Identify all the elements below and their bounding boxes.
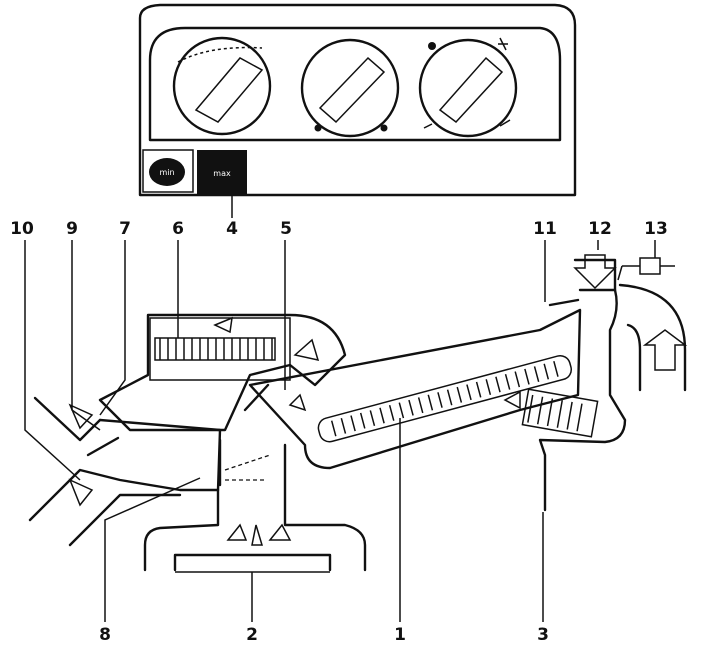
heater-flow-arrow-icon (288, 393, 307, 412)
callout-6: 6 (172, 219, 184, 239)
flaps (86, 288, 617, 487)
heater-core (317, 354, 573, 443)
knob-distribution-ring (418, 38, 518, 138)
air-distribution-knob[interactable] (418, 37, 518, 138)
leader-8 (104, 477, 201, 622)
leader-2 (175, 571, 330, 622)
coolant-valve (617, 257, 675, 281)
knob-fan-grip (318, 56, 386, 124)
leader-9 (71, 240, 101, 431)
coolant-valve-pipe (617, 265, 675, 281)
callout-8: 8 (99, 625, 111, 645)
airflow-arrows (68, 254, 688, 546)
footwell-outlet (173, 553, 332, 572)
incoming-air-arrow-icon (573, 254, 617, 290)
callout-5: 5 (280, 219, 292, 239)
knob-temperature-ring (172, 36, 272, 136)
leader-lines (24, 195, 656, 622)
distribution-housing (98, 313, 347, 432)
face-vent-icon (498, 37, 508, 51)
fan-max-dot-icon (380, 124, 388, 132)
footwell-arrow-right-icon (268, 523, 292, 541)
knob-temperature-grip (194, 57, 264, 123)
left-vent-upper-wall (33, 396, 102, 442)
main-air-duct (248, 308, 582, 470)
left-vent-lower-wall (28, 468, 220, 522)
callout-1: 1 (394, 625, 406, 645)
inlet-lip (548, 298, 580, 307)
control-panel: min max (138, 3, 577, 197)
knob-fan-ring (300, 38, 400, 138)
callout-labels: 4 10 9 7 6 5 11 12 13 8 2 1 3 (10, 219, 668, 645)
defrost-arrow-icon (293, 338, 320, 362)
max-button-label: max (213, 169, 231, 178)
side-vent-arrow-icon (68, 403, 94, 430)
fresh-air-inlet (538, 258, 627, 512)
defrost-icon (428, 42, 436, 50)
callout-12: 12 (588, 219, 612, 239)
fan-speed-knob[interactable] (300, 38, 400, 138)
min-button[interactable] (142, 149, 194, 193)
flap-swing-lines (224, 454, 271, 481)
blower-arrow-icon (503, 390, 521, 410)
footwell-duct-left (143, 488, 220, 572)
temperature-scale-icon (177, 46, 263, 63)
max-button[interactable] (197, 150, 247, 194)
flap-upper (243, 383, 270, 412)
left-vent-bottom-wall (68, 493, 182, 547)
heater-core-fins (330, 361, 559, 437)
callout-13: 13 (644, 219, 668, 239)
min-button-indicator (149, 158, 185, 186)
recirculation-duct (618, 283, 687, 392)
footwell-duct-right (283, 443, 367, 572)
recirc-air-arrow-icon (642, 329, 688, 371)
callout-4: 4 (226, 219, 238, 239)
defroster-flow-arrow-icon (213, 316, 233, 334)
panel-frame (138, 3, 577, 197)
callout-11: 11 (533, 219, 557, 239)
temperature-knob[interactable] (172, 36, 272, 136)
leader-10 (24, 240, 81, 481)
foot-vent-icon (423, 119, 511, 129)
callout-10: 10 (10, 219, 34, 239)
fan-min-dot-icon (314, 124, 322, 132)
recirculation-duct-inner (626, 323, 642, 392)
coolant-valve-body (639, 257, 661, 275)
blower-motor (521, 388, 599, 438)
defroster-box (149, 317, 291, 381)
left-vent-inner-wall (98, 418, 222, 492)
callout-9: 9 (66, 219, 78, 239)
knob-distribution-grip (438, 56, 504, 124)
blower-motor-fins (527, 394, 583, 432)
left-outlet-arrow-icon (68, 478, 94, 507)
duct-system (28, 258, 687, 572)
leader-7 (99, 240, 126, 416)
footwell-arrow-center-icon (251, 524, 264, 546)
panel-inner-frame (148, 26, 562, 142)
min-button-label: min (159, 168, 174, 177)
callout-7: 7 (119, 219, 131, 239)
defroster-heater-grid (154, 337, 276, 361)
footwell-arrow-left-icon (226, 523, 248, 541)
callout-2: 2 (246, 625, 258, 645)
callout-3: 3 (537, 625, 549, 645)
defroster-grid-lines (159, 338, 273, 360)
heater-core-group (154, 337, 599, 443)
flap-side (86, 436, 120, 457)
